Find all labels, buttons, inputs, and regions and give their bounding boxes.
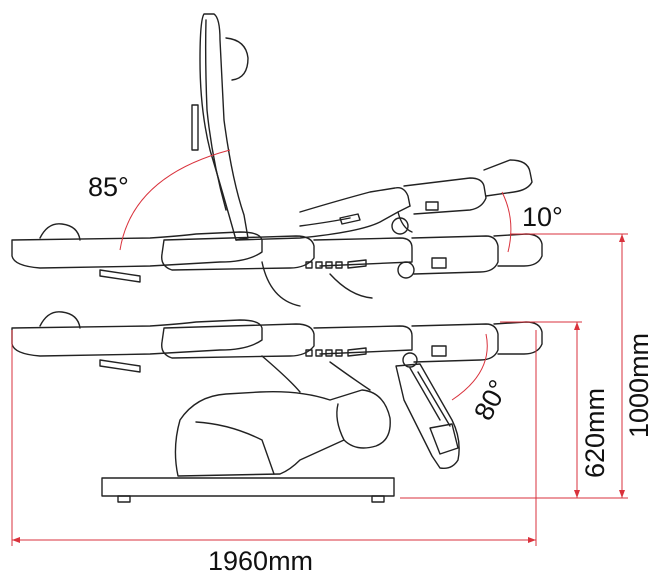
dimension-arrows	[12, 234, 625, 543]
back-angle-label: 85°	[88, 172, 129, 202]
base-plate	[101, 477, 395, 497]
leg-rest-lowered	[395, 363, 460, 470]
head-angle-arc	[501, 191, 512, 253]
seat-height-label: 620mm	[580, 387, 610, 478]
footrest-low	[493, 321, 543, 355]
footrest-mid	[493, 233, 543, 267]
head-angle-label: 10°	[522, 202, 563, 232]
seat-cushion-low	[161, 323, 315, 359]
flat-configuration	[11, 223, 543, 307]
back-angle-arc	[119, 149, 231, 251]
upright-configuration	[191, 13, 533, 241]
seat-cushion-mid	[161, 235, 315, 271]
head-pillow-low	[39, 311, 81, 329]
dimension-lines	[11, 149, 628, 546]
backrest-upright	[199, 13, 249, 241]
total-length-label: 1960mm	[208, 546, 314, 576]
headrest-round	[225, 37, 249, 81]
backrest-flat	[11, 231, 263, 269]
leg-angle-arc	[451, 333, 488, 401]
backrest-low	[11, 319, 263, 357]
footrest-upright	[483, 159, 533, 197]
base-column	[174, 389, 391, 477]
low-configuration	[11, 311, 543, 503]
total-height-label: 1000mm	[624, 332, 654, 438]
head-pillow-mid	[39, 223, 81, 241]
